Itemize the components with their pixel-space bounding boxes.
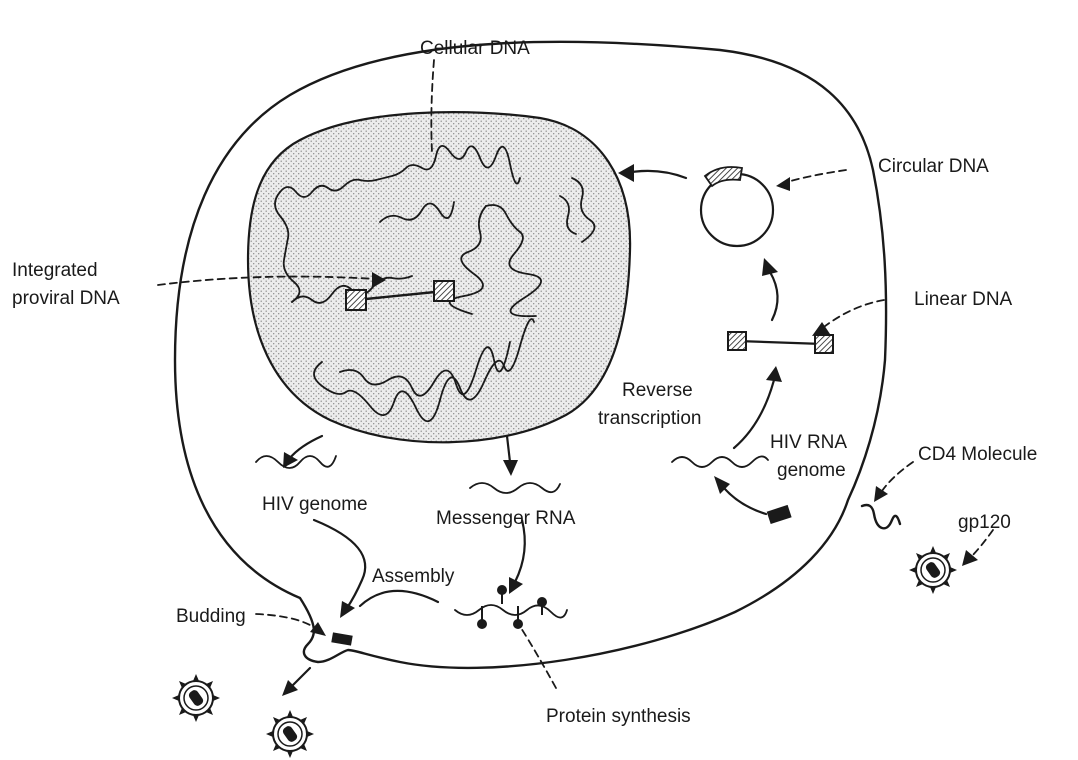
messenger-rna-strand [470, 483, 560, 493]
label-integrated-2: proviral DNA [12, 288, 120, 309]
label-protein-synthesis: Protein synthesis [546, 706, 691, 727]
cd4-receptor [862, 505, 900, 528]
entering-core [767, 505, 792, 524]
label-messenger-rna: Messenger RNA [436, 508, 576, 529]
label-gp120: gp120 [958, 512, 1011, 533]
label-linear-dna: Linear DNA [914, 289, 1013, 310]
hiv-genome-strand [256, 456, 336, 468]
hiv-rna-genome-strand [672, 456, 768, 467]
label-hiv-rna-2: genome [777, 460, 846, 481]
label-budding: Budding [176, 606, 246, 627]
released-virion-icon-1 [172, 674, 220, 722]
label-assembly: Assembly [372, 566, 455, 587]
label-integrated-1: Integrated [12, 260, 98, 281]
circular-dna [701, 167, 773, 246]
released-virion-icon-2 [266, 710, 314, 758]
label-cd4-molecule: CD4 Molecule [918, 444, 1037, 465]
label-hiv-genome: HIV genome [262, 494, 368, 515]
label-circular-dna: Circular DNA [878, 156, 989, 177]
label-reverse-2: transcription [598, 408, 702, 429]
label-hiv-rna-1: HIV RNA [770, 432, 847, 453]
label-cellular-dna: Cellular DNA [420, 38, 530, 59]
budding-core [331, 632, 352, 645]
incoming-virion-icon [909, 546, 957, 594]
label-reverse-1: Reverse [622, 380, 693, 401]
